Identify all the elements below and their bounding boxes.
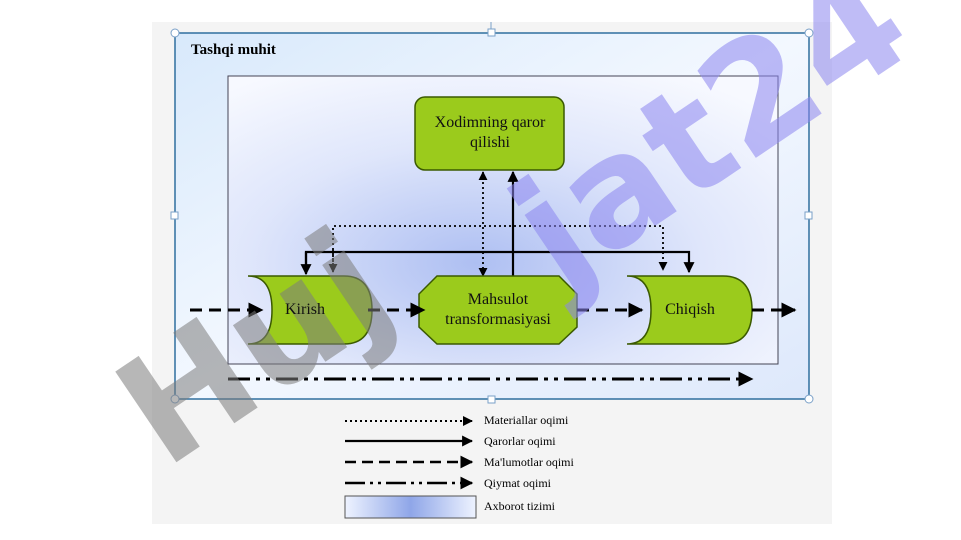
output-node-label: Chiqish xyxy=(665,301,715,318)
handle-bottom-right[interactable] xyxy=(804,394,814,404)
legend xyxy=(344,416,477,519)
handle-top-mid[interactable] xyxy=(487,28,496,37)
materials-bus xyxy=(332,225,668,271)
selection-handles[interactable] xyxy=(170,22,814,404)
handle-top-right[interactable] xyxy=(804,28,814,38)
outer-environment-label: Tashqi muhit xyxy=(191,42,276,58)
input-node[interactable] xyxy=(247,275,373,345)
handle-top-left[interactable] xyxy=(170,28,180,38)
transform-node-label: Mahsulot transformasiyasi xyxy=(445,291,551,328)
legend-label-info-system: Axborot tizimi xyxy=(484,499,555,513)
legend-label-materials: Materiallar oqimi xyxy=(484,413,569,427)
handle-bottom-mid[interactable] xyxy=(487,395,496,404)
input-node-label: Kirish xyxy=(285,301,325,318)
legend-label-decisions: Qarorlar oqimi xyxy=(484,434,556,448)
handle-bottom-left[interactable] xyxy=(170,394,180,404)
decision-node[interactable] xyxy=(414,96,565,171)
decision-node-label: Xodimning qaror qilishi xyxy=(434,114,546,151)
handle-left-mid[interactable] xyxy=(170,211,179,220)
handle-right-mid[interactable] xyxy=(804,211,813,220)
legend-swatch-gradient xyxy=(344,495,477,519)
legend-label-value: Qiymat oqimi xyxy=(484,476,551,490)
output-node[interactable] xyxy=(626,275,753,345)
legend-label-data: Ma'lumotlar oqimi xyxy=(484,455,574,469)
